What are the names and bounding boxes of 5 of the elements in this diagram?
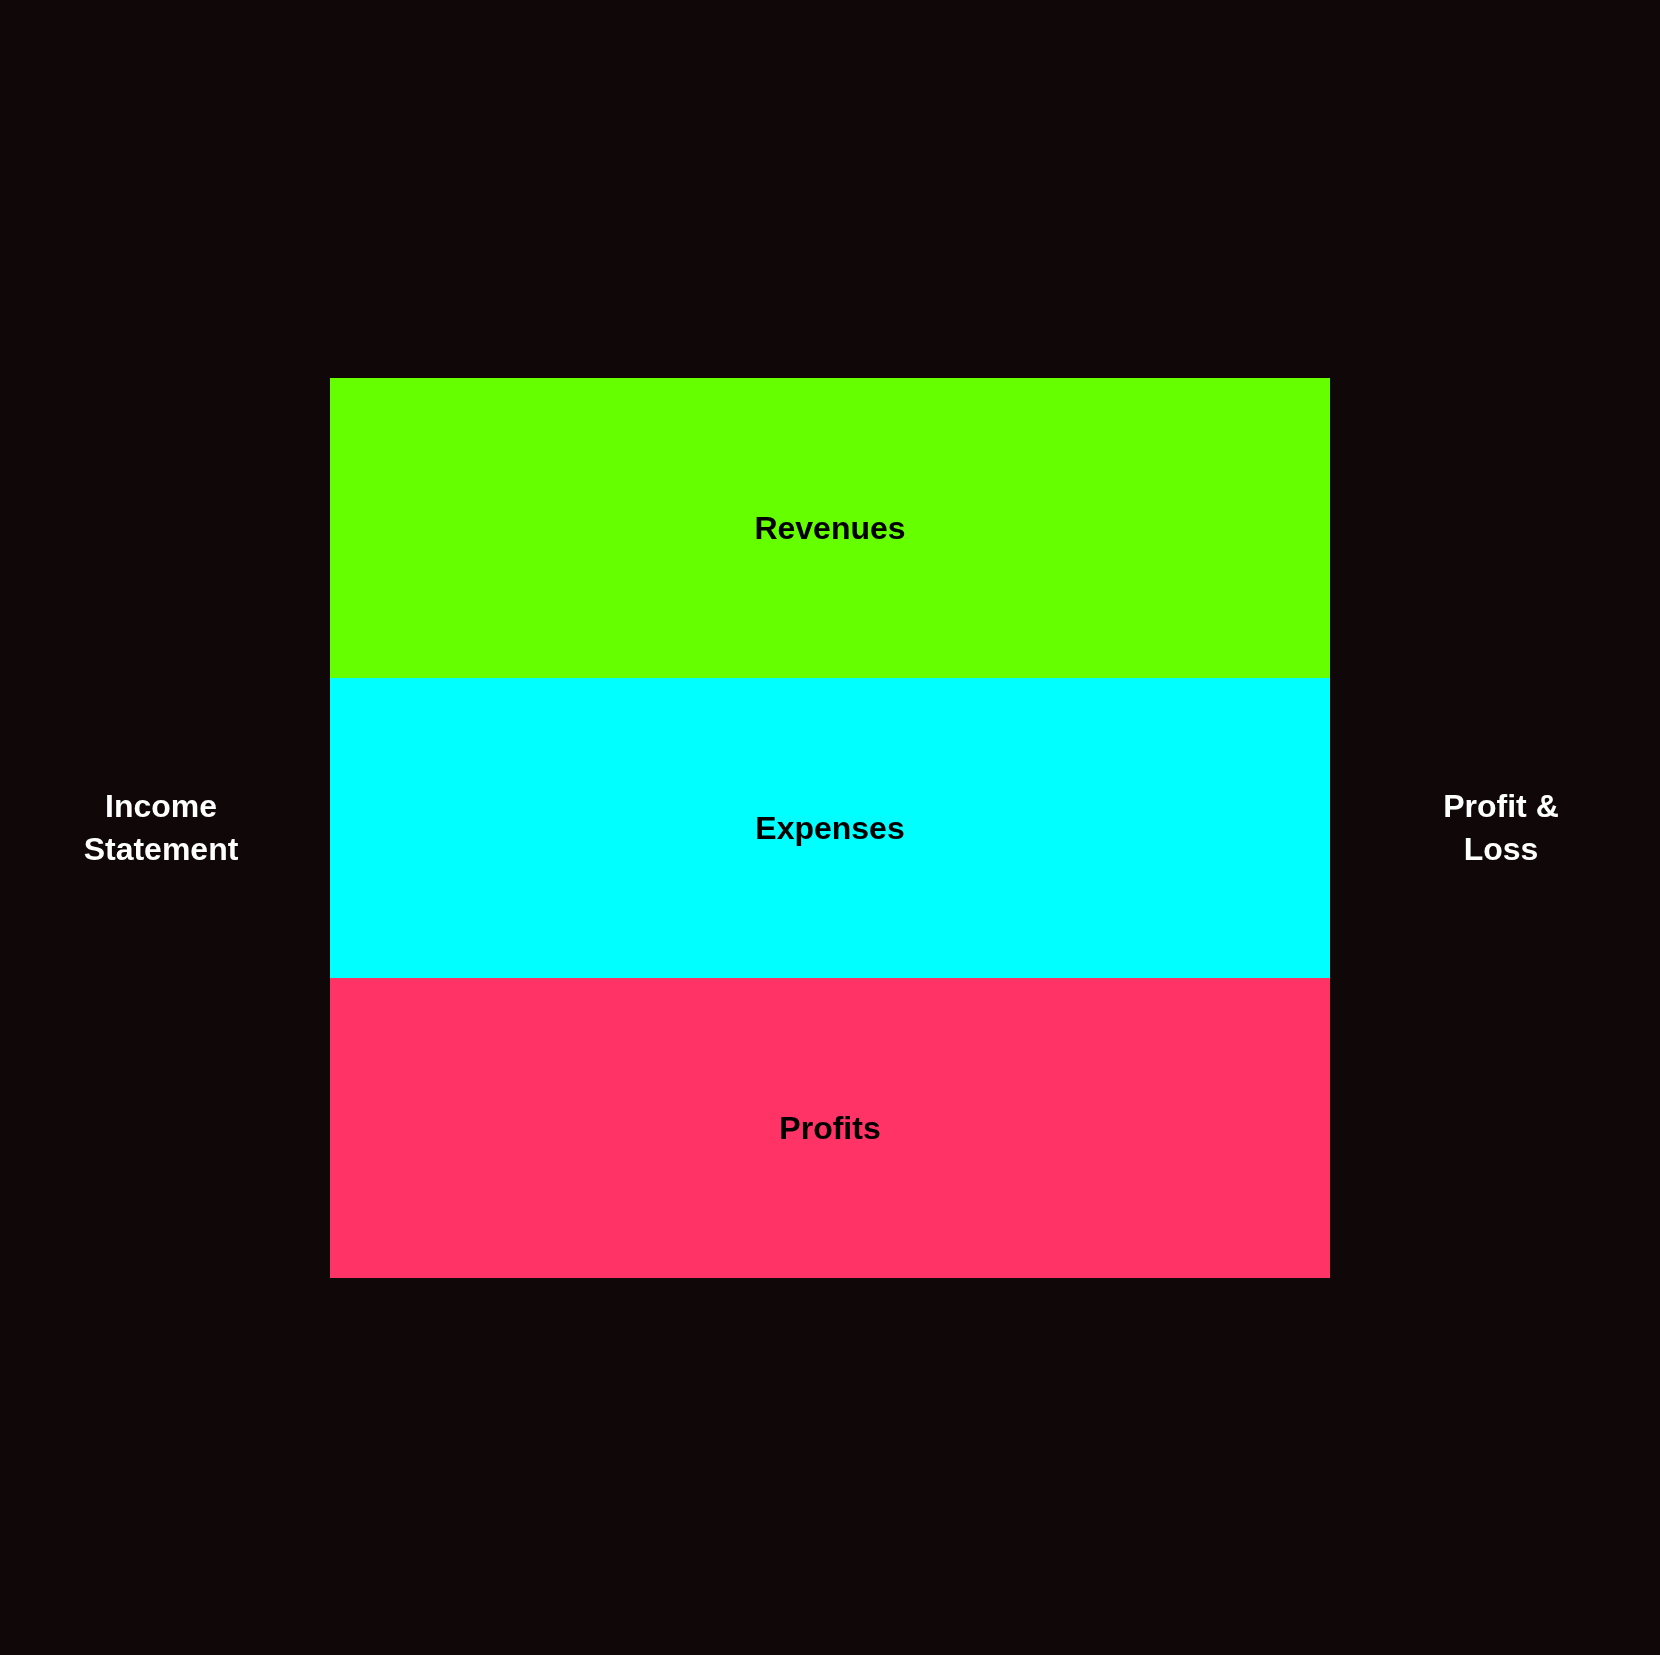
side-label: Profit & Loss (1442, 787, 1560, 870)
color-band: Revenues (330, 378, 1330, 678)
color-band: Expenses (330, 678, 1330, 978)
side-label: Income Statement (82, 787, 240, 870)
color-band: Profits (330, 978, 1330, 1278)
